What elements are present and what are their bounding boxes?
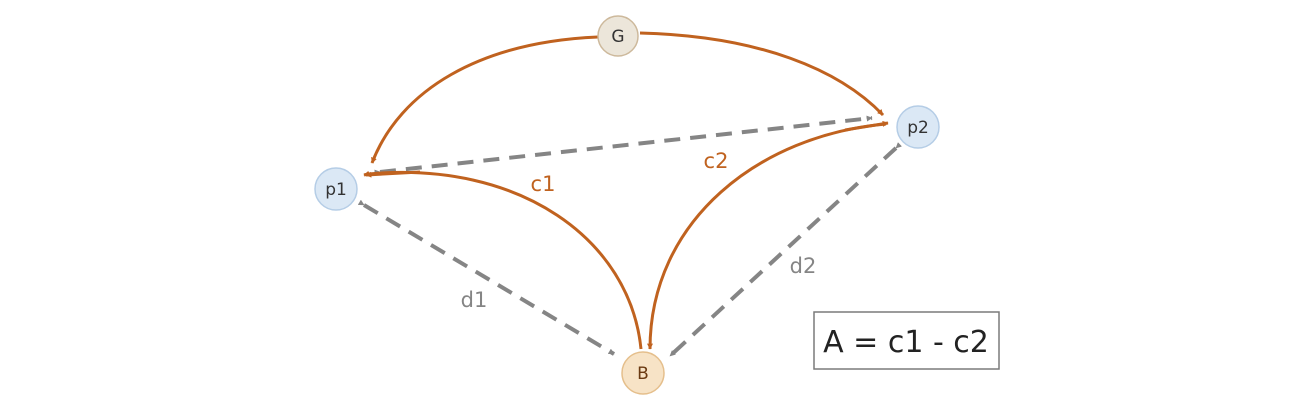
edge-c1-p1-b xyxy=(364,172,643,350)
node-label-b: B xyxy=(637,364,649,384)
edge-label-d2: d2 xyxy=(790,254,817,278)
edge-label-c1: c1 xyxy=(531,172,556,196)
edge-label-c2: c2 xyxy=(704,149,729,173)
node-label-p2: p2 xyxy=(907,118,929,138)
edge-c2-p2-b xyxy=(647,122,887,350)
node-label-p1: p1 xyxy=(325,180,347,200)
formula-box: A = c1 - c2 xyxy=(813,311,1000,370)
edge-g-to-p1 xyxy=(370,35,599,164)
node-p1: p1 xyxy=(314,167,358,211)
node-b: B xyxy=(621,351,665,395)
node-p2: p2 xyxy=(896,105,940,149)
edge-d1-p1-b xyxy=(357,199,616,356)
edge-c1-p1-b-start xyxy=(365,170,421,178)
edge-g-to-p2 xyxy=(639,31,885,117)
formula-text: A = c1 - c2 xyxy=(823,325,989,360)
node-label-g: G xyxy=(611,27,624,47)
edge-label-d1: d1 xyxy=(461,288,488,312)
node-g: G xyxy=(597,15,639,57)
edge-c2-p2-b-start xyxy=(844,120,889,132)
edge-d-p1-p2 xyxy=(374,115,873,176)
